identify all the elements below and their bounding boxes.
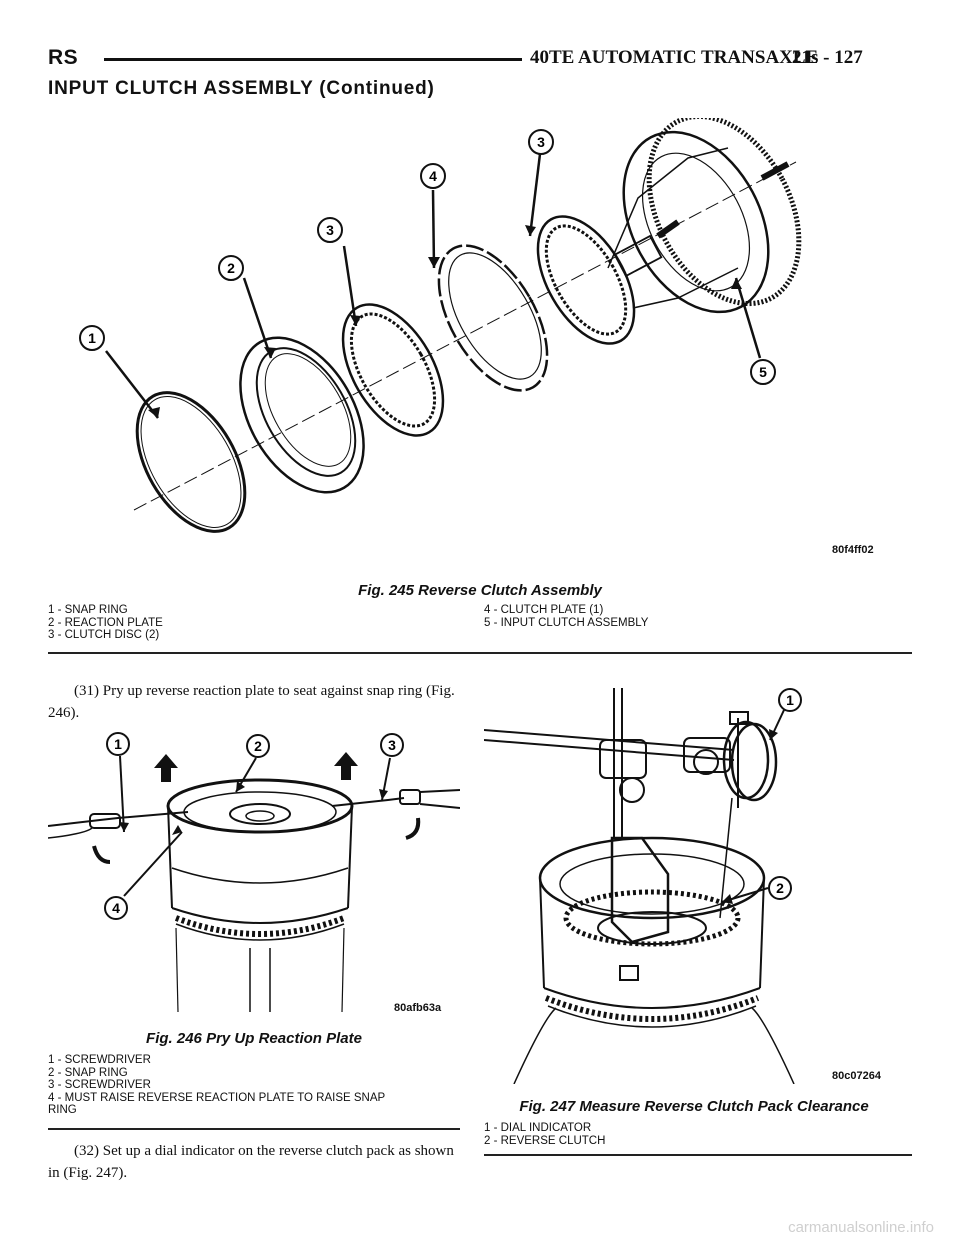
- fig246-callout-1: 1: [106, 732, 130, 756]
- fig245-caption: Fig. 245 Reverse Clutch Assembly: [358, 582, 602, 599]
- fig246-caption: Fig. 246 Pry Up Reaction Plate: [146, 1030, 362, 1047]
- fig245-code: 80f4ff02: [832, 544, 874, 556]
- page-number: 21s - 127: [792, 47, 863, 68]
- fig246-callout-2: 2: [246, 734, 270, 758]
- fig245-legend-left: 1 - SNAP RING 2 - REACTION PLATE 3 - CLU…: [48, 604, 163, 641]
- header-title: 40TE AUTOMATIC TRANSAXLE: [530, 47, 819, 68]
- watermark: carmanualsonline.info: [788, 1219, 934, 1236]
- callout-1: 1: [79, 325, 105, 351]
- callout-5-label: 5: [759, 364, 767, 380]
- callout-5: 5: [750, 359, 776, 385]
- header-model-code: RS: [48, 46, 79, 69]
- fig246-callout-4-label: 4: [112, 900, 120, 916]
- step-31-text: (31) Pry up reverse reaction plate to se…: [48, 683, 455, 721]
- callout-4: 4: [420, 163, 446, 189]
- fig246-callout-1-label: 1: [114, 736, 122, 752]
- clutch-disc-b: [536, 215, 636, 345]
- section-title: INPUT CLUTCH ASSEMBLY (Continued): [48, 78, 435, 99]
- snap-ring: [135, 391, 247, 533]
- clutch-disc-a: [341, 303, 445, 437]
- fig246-code: 80afb63a: [394, 1002, 442, 1014]
- callout-2-label: 2: [227, 260, 235, 276]
- fig247-code: 80c07264: [832, 1070, 881, 1082]
- fig246-callout-4: 4: [104, 896, 128, 920]
- fig246-legend: 1 - SCREWDRIVER 2 - SNAP RING 3 - SCREWD…: [48, 1054, 386, 1116]
- fig247-callout-2: 2: [768, 876, 792, 900]
- fig247-illustration: 1 2: [484, 688, 802, 1084]
- fig246-rule: [48, 1128, 460, 1130]
- fig246-callout-2-label: 2: [254, 738, 262, 754]
- fig247-callout-1: 1: [778, 688, 802, 712]
- fig245-illustration: 1 2 3 4 3 5: [79, 118, 802, 533]
- fig247-caption: Fig. 247 Measure Reverse Clutch Pack Cle…: [519, 1098, 869, 1115]
- fig247-callout-2-label: 2: [776, 880, 784, 896]
- fig246-callout-3-label: 3: [388, 737, 396, 753]
- callout-4-label: 4: [429, 168, 437, 184]
- header-rule: [104, 58, 522, 61]
- callout-1-label: 1: [88, 330, 96, 346]
- fig245-rule: [48, 652, 912, 654]
- fig246-illustration: 1 2 3 4: [48, 732, 460, 1013]
- input-clutch-assembly: [607, 118, 802, 314]
- fig247-callout-1-label: 1: [786, 692, 794, 708]
- callout-3a: 3: [317, 217, 343, 243]
- callout-3b-label: 3: [537, 134, 545, 150]
- fig245-legend-right: 4 - CLUTCH PLATE (1) 5 - INPUT CLUTCH AS…: [484, 604, 649, 629]
- step-32-text: (32) Set up a dial indicator on the reve…: [48, 1143, 454, 1181]
- reaction-plate: [239, 336, 365, 494]
- callout-3a-label: 3: [326, 222, 334, 238]
- callout-3b: 3: [528, 129, 554, 155]
- callout-2: 2: [218, 255, 244, 281]
- fig247-legend: 1 - DIAL INDICATOR 2 - REVERSE CLUTCH: [484, 1122, 606, 1147]
- fig246-callout-3: 3: [380, 733, 404, 757]
- fig247-rule: [484, 1154, 912, 1156]
